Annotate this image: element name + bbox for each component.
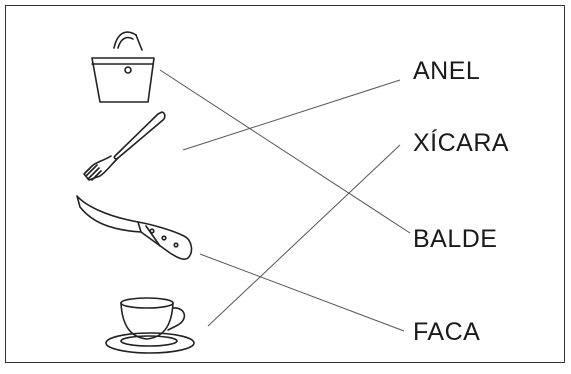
word-anel: ANEL bbox=[413, 57, 481, 85]
bucket-icon bbox=[91, 31, 155, 103]
word-faca: FACA bbox=[413, 318, 481, 346]
worksheet-frame bbox=[5, 5, 565, 363]
word-balde: BALDE bbox=[413, 225, 498, 253]
line-cup-xicara bbox=[207, 144, 401, 327]
line-bucket-balde bbox=[159, 69, 411, 234]
line-fork-anel bbox=[182, 79, 401, 151]
line-knife-faca bbox=[199, 253, 405, 332]
cup-icon bbox=[105, 297, 195, 354]
word-xicara: XÍCARA bbox=[413, 129, 510, 157]
fork-icon bbox=[83, 111, 166, 181]
knife-icon bbox=[76, 195, 193, 260]
connection-lines bbox=[159, 69, 411, 332]
